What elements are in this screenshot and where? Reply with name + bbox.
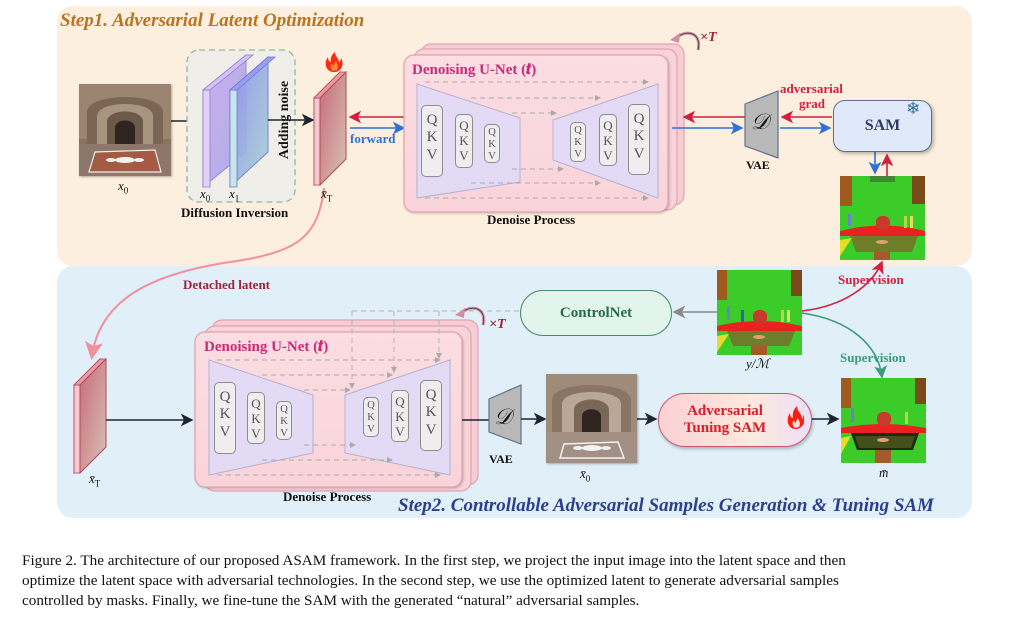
vae-label-step1: VAE (746, 158, 770, 172)
predicted-mask-m (841, 378, 926, 463)
figure-caption: Figure 2. The architecture of our propos… (22, 551, 1004, 611)
adding-noise-label: Adding noise (277, 80, 292, 160)
mask-condition-y (717, 270, 802, 355)
diffusion-inversion-label: Diffusion Inversion (181, 205, 289, 220)
step2-title: Step2. Controllable Adversarial Samples … (398, 495, 934, 516)
sam-label: SAM (864, 117, 901, 134)
sam-frozen-model: SAM (833, 100, 932, 152)
repeat-count-step2: ×T (489, 317, 506, 332)
supervision-label-top: Supervision (838, 272, 904, 287)
detached-latent-arrow (85, 187, 325, 360)
supervision-arrow-step1 (801, 260, 884, 312)
snowflake-icon-frozen: ❄ (906, 99, 921, 118)
sam-mask-output-step1 (840, 176, 925, 260)
adversarial-tuning-sam-box: Adversarial Tuning SAM (658, 393, 812, 447)
forward-label: forward (350, 131, 396, 146)
repeat-count-step1: ×T (700, 30, 717, 45)
prediction-label-m: m̄ (879, 465, 889, 480)
frame-label-x1: x1 (229, 186, 240, 204)
input-image-x0 (79, 84, 171, 176)
decoder-symbol-step2: 𝒟 (494, 404, 512, 429)
controlnet-box: ControlNet (520, 290, 672, 336)
vae-decoder-step2 (488, 384, 522, 445)
unet-title-step1: Denoising U-Net (𝒕) (412, 62, 537, 78)
vae-label-step2: VAE (489, 452, 513, 466)
denoise-process-label-step1: Denoise Process (487, 212, 576, 227)
tuning-label-line2: Tuning SAM (683, 420, 767, 436)
adversarial-grad-label-1: adversarial (780, 81, 843, 96)
fire-icon-trainable (325, 52, 343, 72)
output-label-x0: x̄0 (580, 466, 591, 484)
tuning-label-line1: Adversarial (687, 403, 763, 419)
fire-icon-tuning (787, 406, 804, 429)
input-label-x0: x0 (118, 178, 129, 196)
supervision-arrow-step2 (801, 312, 887, 379)
latent-label-step2: x̄T (89, 471, 101, 489)
diagram-canvas (73, 31, 894, 492)
caption-line: Figure 2. The architecture of our propos… (22, 552, 846, 569)
caption-line: controlled by masks. Finally, we fine-tu… (22, 592, 640, 609)
controlnet-label: ControlNet (559, 304, 633, 321)
latent-label-step1: x̄T (321, 186, 333, 204)
mask-label-yM: y/ℳ (746, 356, 770, 371)
frame-label-x0: x0 (200, 186, 211, 204)
denoise-process-label-step2: Denoise Process (283, 489, 372, 504)
vae-decoder-step1 (744, 90, 779, 159)
unet-stack-step1 (403, 43, 685, 213)
adversarial-grad-label-2: grad (799, 96, 825, 111)
caption-line: optimize the latent space with adversari… (22, 572, 839, 589)
generated-adversarial-image (546, 374, 637, 463)
detached-latent-label: Detached latent (183, 277, 271, 292)
unet-title-step2: Denoising U-Net (𝒕) (204, 339, 329, 355)
decoder-symbol-step1: 𝒟 (751, 109, 769, 134)
step1-title: Step1. Adversarial Latent Optimization (60, 10, 365, 31)
supervision-label-bottom: Supervision (840, 350, 906, 365)
controlnet-injection-lines (349, 310, 520, 389)
